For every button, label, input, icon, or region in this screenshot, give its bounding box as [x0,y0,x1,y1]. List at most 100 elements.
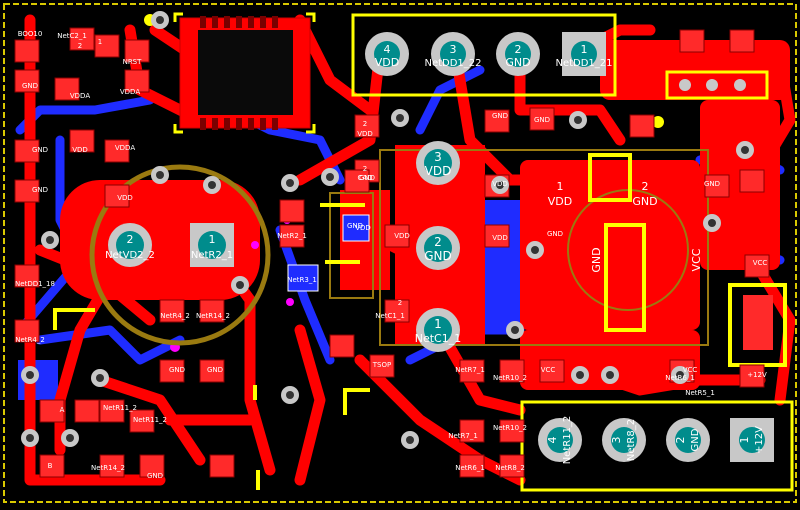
pin-net-label: VDD [375,56,399,69]
smd-label: NetR8_2 [495,464,525,472]
trimmer-pot: 2 NetVD2_2 1 NetR2_1 [89,164,271,346]
pin-net-label: GND [424,249,452,263]
small-connector [652,70,769,128]
smd-pad [209,454,235,478]
pin-number: 1 [557,180,564,193]
smd-pad [124,69,150,93]
header-bottom-pin: 3 NetR8_2 [602,418,646,462]
regulator-silk [604,223,646,332]
silk-mark [343,388,370,415]
smd-label-group: BOO102GND1VDDANRSTVDDAVDDAGNDGNDVDDVDDNe… [15,30,767,480]
smd-label: GND [32,146,48,154]
pin-net-label: VDD [548,195,572,208]
smd-label: NetR3_1 [287,276,317,284]
smd-label: 1 [98,38,102,46]
diode-pad [743,295,773,350]
smd-label: GND [207,366,223,374]
smd-pad [729,29,755,53]
smd-pad [344,169,370,193]
via-group [21,11,754,449]
smd-pad [14,139,40,163]
ic-silk-corners [173,12,316,134]
pin-number: 3 [450,43,457,56]
trimmer-pad: 2 NetVD2_2 [105,223,155,267]
smd-label: VDD [357,130,373,138]
via-drill [286,179,294,187]
smd-label: NetR4_2 [15,336,45,344]
via-drill [606,371,614,379]
smd-pad [74,399,100,423]
pin-net-label: NetR11_2 [562,416,573,465]
via-drill [26,434,34,442]
pin-number: 1 [434,317,442,331]
smd-label: VCC [753,259,768,267]
smd-pad [279,224,305,248]
smd-pad [384,224,410,248]
header-top-pin: 4 VDD [365,32,409,76]
via-drill [66,434,74,442]
header-top-pin: 2 GND [496,32,540,76]
smd-pad [39,399,65,423]
via-drill [576,371,584,379]
smd-label: VDDA [70,92,90,100]
pin1-indicator [652,116,664,128]
silkscreen-marks [53,203,370,490]
component-outline [379,149,709,346]
smd-label: NetR7_1 [448,432,478,440]
trimmer-outline [89,164,271,346]
pin-number: 2 [674,437,687,444]
board-outline [3,3,797,503]
smd-label: 2 [398,299,402,307]
smd-label: VDD [72,146,88,154]
connector-outline [665,70,769,100]
pin-net-label: VCC [690,248,703,271]
smd-pad [159,359,185,383]
pin-number: 4 [384,43,391,56]
pin-net-label: NetR8_2 [626,419,637,461]
via-drill [741,146,749,154]
pin-net-label: GND [632,195,657,208]
pin-number: 2 [642,180,649,193]
smd-label: NetR14_2 [91,464,125,472]
smd-label: NetR4_2 [160,312,190,320]
pin-net-label: GND [690,428,701,451]
pin-number: 1 [581,43,588,56]
smd-label: VCC [683,366,698,374]
smd-pad [69,27,95,51]
smd-pad [104,139,130,163]
smd-label: BOO10 [18,30,43,38]
top-trace [294,324,326,486]
smd-label: 2 [363,165,367,173]
smd-pad [529,107,555,131]
smd-pad [484,224,510,248]
header-top: 4 VDD 3 NetDD1_22 2 GND 1 NetDD1_21 [351,13,617,97]
top-trace [294,44,386,186]
smd-label: A [60,406,65,414]
smd-pad [629,114,655,138]
smd-pad [129,409,155,433]
smd-label: GND [534,116,550,124]
smd-label: NetR7_1 [455,366,485,374]
header-top-pin-1: 1 NetDD1_21 [555,32,613,76]
smd-pad [39,454,65,478]
smd-pad [354,114,380,138]
via-drill [46,236,54,244]
smd-label: NetR14_2 [196,312,230,320]
smd-label: GND [704,180,720,188]
smd-label: NetR2_1 [277,232,307,240]
smd-label: NetR6_1 [665,374,695,382]
smd-label: GND [169,366,185,374]
smd-label: VCC [541,366,556,374]
smd-pad [342,214,370,242]
via-drill [531,246,539,254]
keepout-marker [286,298,294,306]
via-drill [708,219,716,227]
smd-pad [14,39,40,63]
via-drill [574,116,582,124]
smd-pad [199,299,225,323]
header-bottom-outline [520,400,794,492]
smd-label: NetC1_1 [375,312,405,320]
smd-pad [99,454,125,478]
smd-pad [499,419,525,443]
bottom-trace [275,225,335,365]
